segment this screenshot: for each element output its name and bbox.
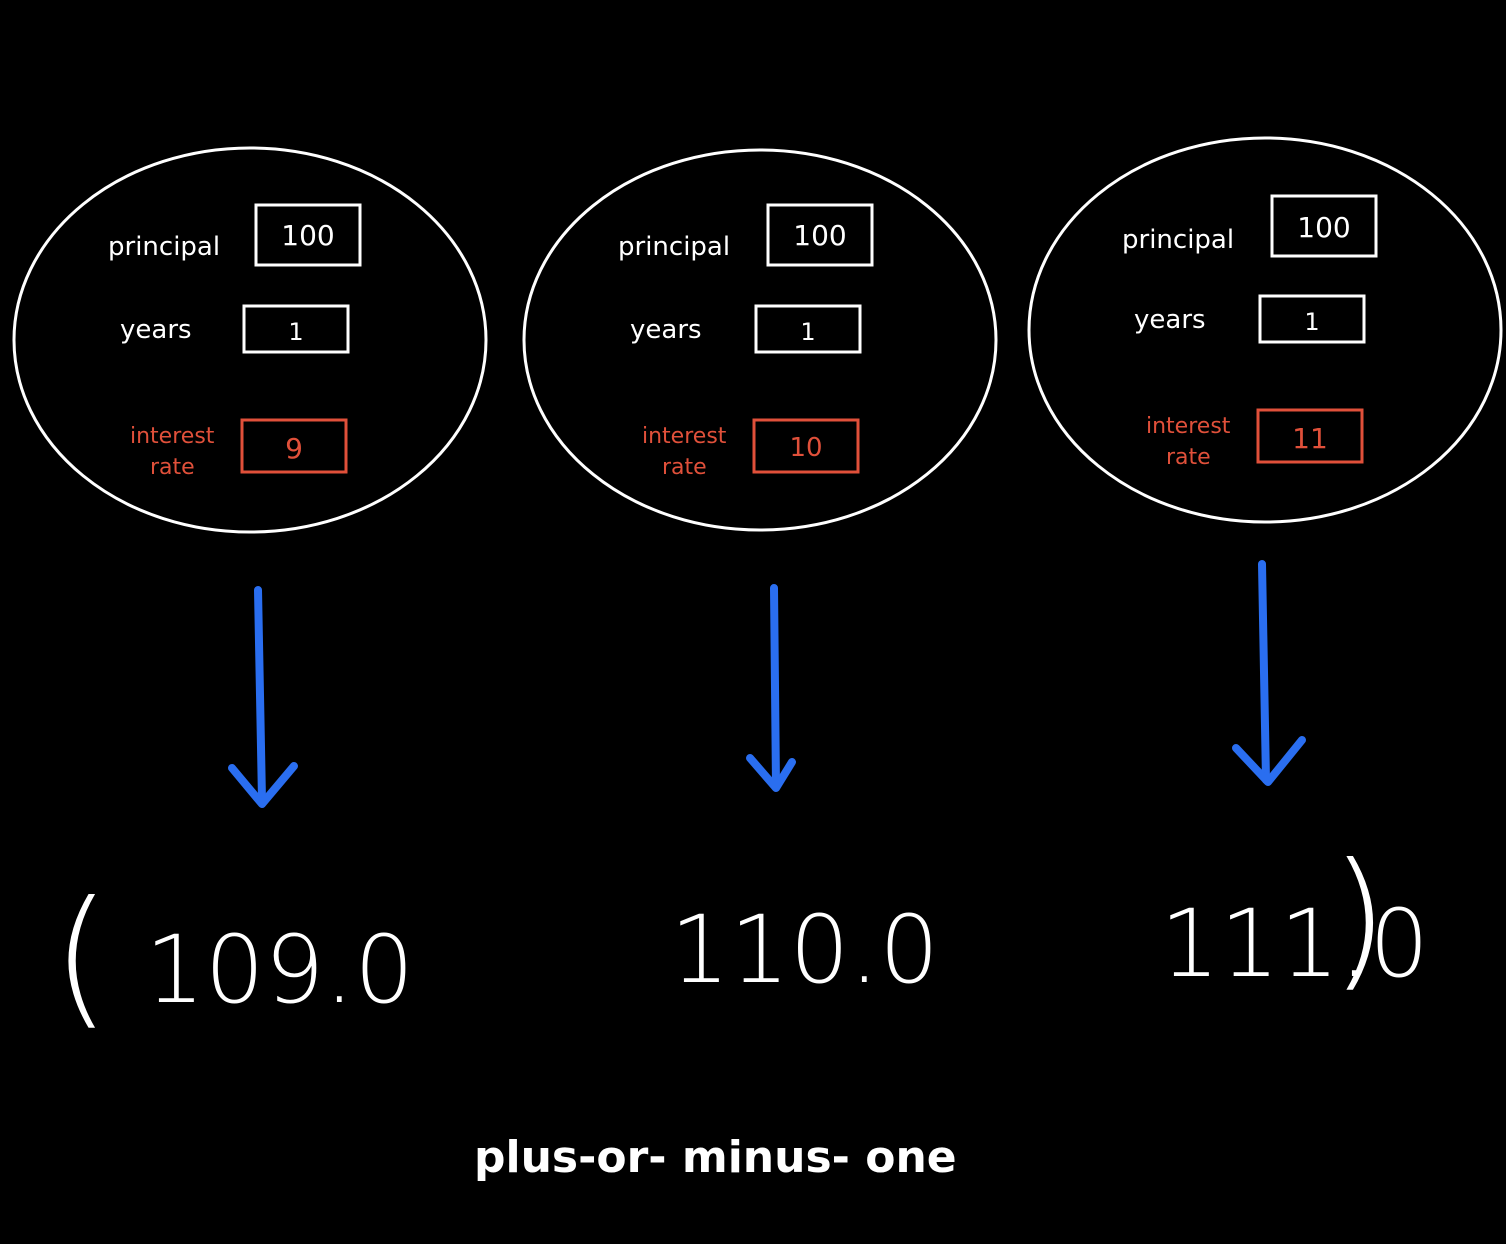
scenario-2-bubble [522, 148, 998, 532]
scenario-1-bubble [12, 146, 488, 534]
principal-label: principal [1122, 225, 1234, 255]
years-value: 1 [1304, 308, 1319, 336]
principal-field [254, 203, 362, 267]
years-label: years [1134, 305, 1206, 335]
scenario-1: principal 100 years 1 interest rate 9 [12, 146, 488, 808]
interest-rate-field [1256, 408, 1364, 464]
principal-field [766, 203, 874, 267]
interest-rate-value: 11 [1292, 422, 1328, 455]
interest-rate-field [752, 418, 860, 474]
principal-field [1270, 194, 1378, 258]
years-label: years [630, 315, 702, 345]
rate-label: rate [662, 455, 707, 480]
rate-label: rate [150, 455, 195, 480]
principal-value: 100 [793, 219, 846, 252]
scenario-3-arrow-head [1232, 736, 1306, 786]
interest-rate-field [240, 418, 348, 474]
years-value: 1 [288, 318, 303, 346]
caption: plus-or- minus- one [474, 1132, 957, 1183]
scenario-3: principal 100 years 1 interest rate 11 [1027, 136, 1503, 786]
rate-label: rate [1166, 445, 1211, 470]
open-parenthesis: ( [52, 870, 111, 1044]
years-field [754, 304, 862, 354]
scenario-3-result: 111.0 [1160, 890, 1429, 999]
close-parenthesis: ) [1330, 832, 1389, 1006]
interest-rate-value: 10 [789, 433, 822, 463]
scenario-1-arrow-shaft [254, 586, 266, 804]
scenario-2-arrow-shaft [770, 584, 780, 790]
principal-value: 100 [281, 219, 334, 252]
principal-label: principal [618, 232, 730, 262]
years-label: years [120, 315, 192, 345]
years-field [242, 304, 350, 354]
interest-rate-value: 9 [285, 432, 303, 465]
interest-label: interest [642, 424, 727, 449]
scenario-3-arrow-shaft [1258, 560, 1270, 784]
scenario-1-result: 109.0 [145, 916, 414, 1025]
scenario-2: principal 100 years 1 interest rate 10 [522, 148, 998, 792]
principal-label: principal [108, 232, 220, 262]
scenario-3-bubble [1027, 136, 1503, 524]
scenario-2-result: 110.0 [670, 896, 939, 1005]
interest-label: interest [1146, 414, 1231, 439]
scenario-1-arrow-head [228, 762, 298, 808]
interest-label: interest [130, 424, 215, 449]
years-value: 1 [800, 318, 815, 346]
principal-value: 100 [1297, 211, 1350, 244]
years-field [1258, 294, 1366, 344]
scenario-2-arrow-head [746, 754, 796, 792]
